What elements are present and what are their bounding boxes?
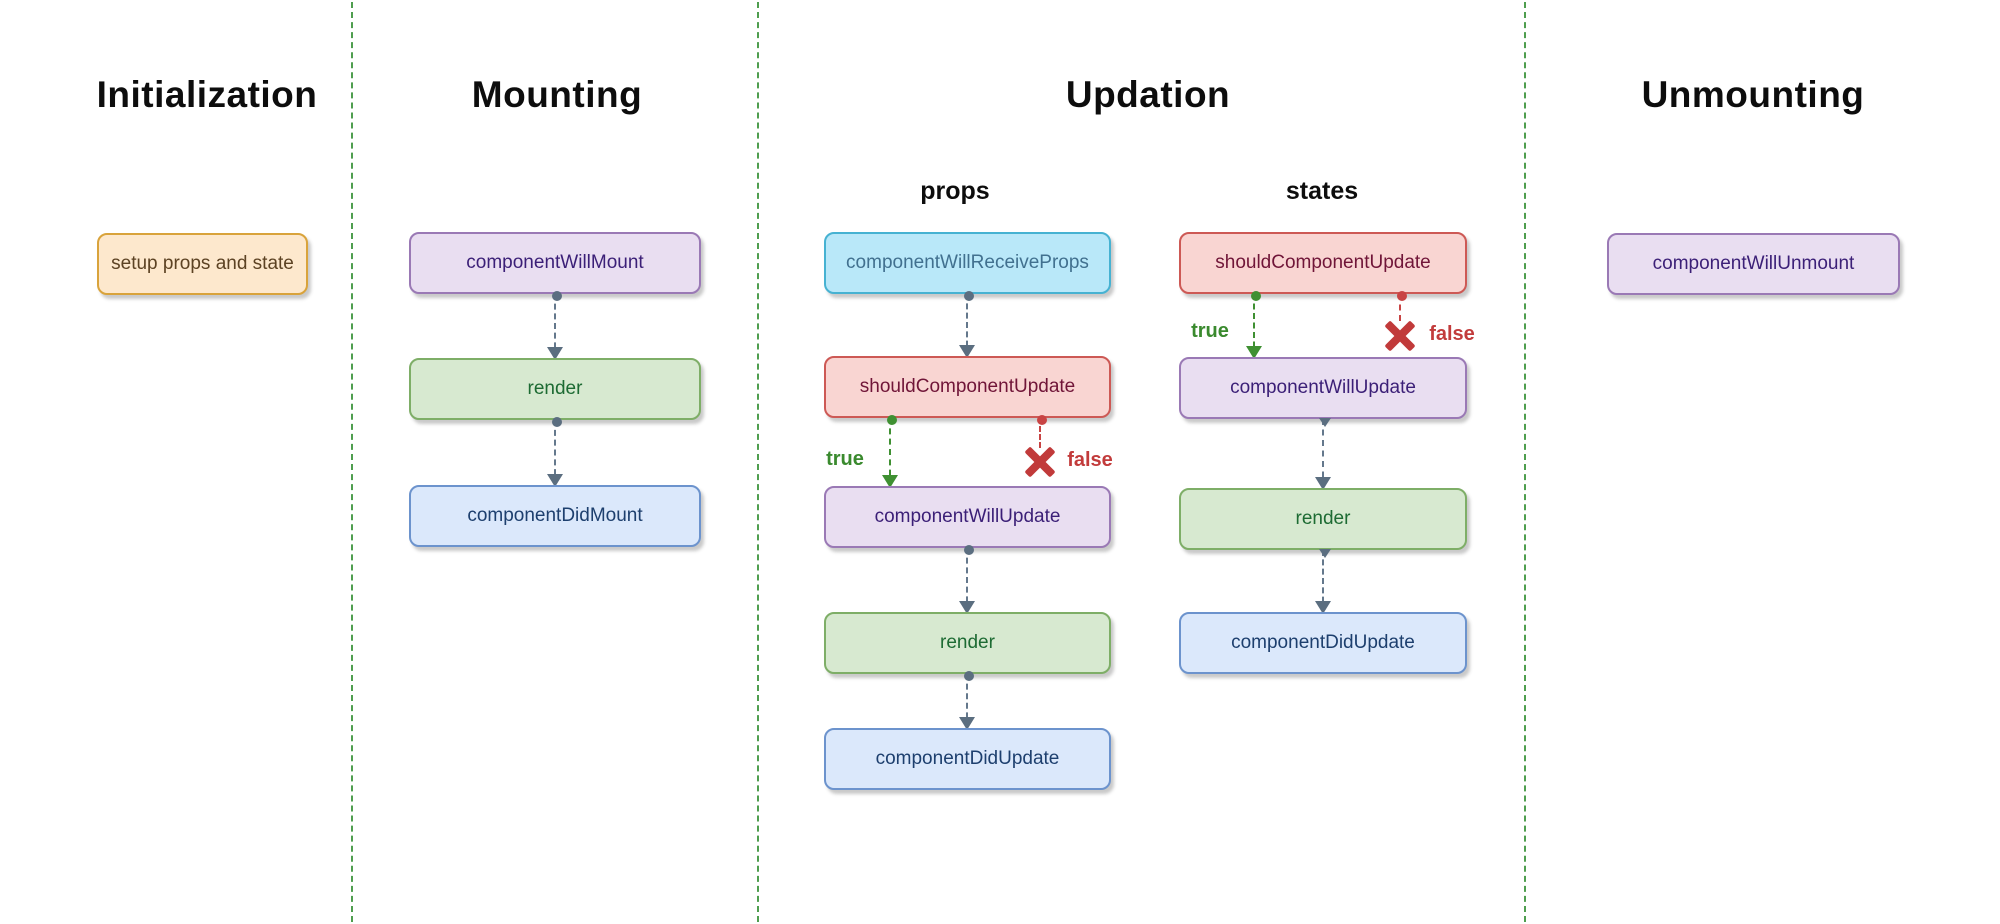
lifecycle-node-component-will-mount: componentWillMount	[409, 232, 701, 294]
section-title-unmounting: Unmounting	[1641, 74, 1865, 115]
flow-connector-props-1	[959, 291, 975, 358]
flow-start-dot-icon	[552, 417, 562, 427]
flow-connector-mounting-1	[547, 291, 563, 360]
branch-label-false: false	[1429, 323, 1475, 345]
lifecycle-node-props-render: render	[824, 612, 1111, 674]
arrowhead-down-icon	[1246, 346, 1262, 359]
subcolumn-label-states: states	[1285, 177, 1359, 205]
false-x-icon	[1024, 446, 1056, 478]
flow-connector-props-true	[882, 415, 898, 488]
lifecycle-node-setup-props-and-state: setup props and state	[97, 233, 308, 295]
flow-start-dot-icon	[964, 671, 974, 681]
arrowhead-down-icon	[959, 601, 975, 614]
arrowhead-down-icon	[882, 475, 898, 488]
branch-label-false: false	[1067, 449, 1113, 471]
arrowhead-down-icon	[959, 717, 975, 730]
flow-connector-states-1	[1315, 418, 1331, 490]
section-separator	[1524, 2, 1526, 922]
flow-connector-props-2	[959, 545, 975, 614]
lifecycle-node-states-render: render	[1179, 488, 1467, 550]
lifecycle-node-component-will-unmount: componentWillUnmount	[1607, 233, 1900, 295]
arrowhead-down-icon	[1315, 601, 1331, 614]
flow-connector-states-true	[1246, 291, 1262, 359]
branch-label-true: true	[1191, 320, 1229, 342]
lifecycle-node-component-did-mount: componentDidMount	[409, 485, 701, 547]
flow-start-dot-icon	[964, 291, 974, 301]
flow-connector-props-3	[959, 671, 975, 730]
lifecycle-node-mount-render: render	[409, 358, 701, 420]
flow-connector-props-false	[1037, 415, 1047, 448]
lifecycle-node-states-component-did-update: componentDidUpdate	[1179, 612, 1467, 674]
subcolumn-label-props: props	[920, 177, 990, 205]
section-title-updation: Updation	[1065, 74, 1231, 115]
lifecycle-node-states-component-will-update: componentWillUpdate	[1179, 357, 1467, 419]
section-separator	[757, 2, 759, 922]
branch-label-true: true	[826, 448, 864, 470]
arrowhead-down-icon	[1315, 477, 1331, 490]
lifecycle-node-props-component-will-update: componentWillUpdate	[824, 486, 1111, 548]
flow-connector-mounting-2	[547, 417, 563, 487]
flow-start-dot-icon	[1037, 415, 1047, 425]
lifecycle-node-component-will-receive-props: componentWillReceiveProps	[824, 232, 1111, 294]
flow-connector-states-false	[1397, 291, 1407, 321]
flow-start-triangle-icon	[1319, 549, 1331, 558]
section-title-initialization: Initialization	[96, 74, 318, 115]
false-x-icon	[1384, 320, 1416, 352]
flow-start-dot-icon	[552, 291, 562, 301]
lifecycle-node-props-should-component-update: shouldComponentUpdate	[824, 356, 1111, 418]
lifecycle-node-states-should-component-update: shouldComponentUpdate	[1179, 232, 1467, 294]
flow-start-dot-icon	[1397, 291, 1407, 301]
flow-start-dot-icon	[887, 415, 897, 425]
flow-start-dot-icon	[1251, 291, 1261, 301]
lifecycle-node-props-component-did-update: componentDidUpdate	[824, 728, 1111, 790]
section-separator	[351, 2, 353, 922]
arrowhead-down-icon	[959, 345, 975, 358]
flow-start-triangle-icon	[1319, 418, 1331, 427]
section-title-mounting: Mounting	[471, 74, 643, 115]
flow-start-dot-icon	[964, 545, 974, 555]
arrowhead-down-icon	[547, 474, 563, 487]
flow-connector-states-2	[1315, 549, 1331, 614]
arrowhead-down-icon	[547, 347, 563, 360]
